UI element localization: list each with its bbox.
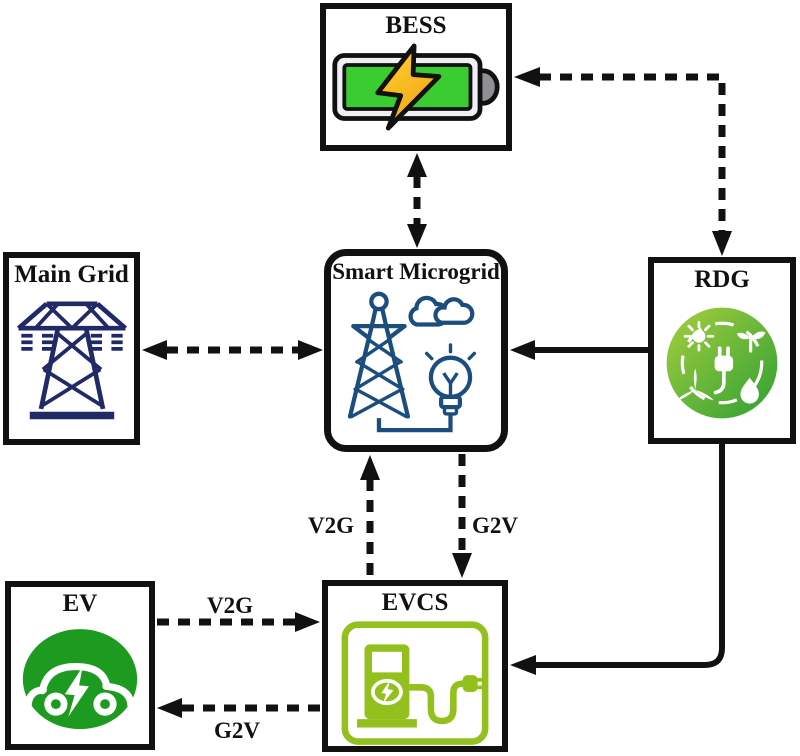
edge-label-v2g-ev: V2G [207,593,253,618]
charging-station-icon [341,621,489,745]
node-bess-label: BESS [385,12,447,39]
node-ev-label: EV [62,590,98,617]
lightbulb [428,355,473,417]
edge-label-g2v-ev: G2V [214,718,260,743]
plug-icon [462,674,486,692]
node-main-grid-label: Main Grid [14,261,129,288]
sprout-icon [736,331,766,353]
node-rdg-label: RDG [694,266,750,293]
transmission-tower-icon [16,301,127,419]
node-evcs: EVCS [322,580,508,752]
wind-turbine-icon [676,368,714,401]
node-bess: BESS [320,3,512,151]
battery-icon [332,43,500,131]
edge-rdg-evcs [535,444,725,668]
insulators [20,333,123,351]
sun-icon [683,320,715,352]
ev-car-icon [22,628,138,729]
edge-rdg-bess [539,73,726,232]
node-rdg: RDG [648,257,796,444]
node-main-grid: Main Grid [3,252,140,445]
node-smart-microgrid: Smart Microgrid [324,249,508,452]
microgrid-tower-bulb-icon [347,292,477,433]
plug-icon [713,346,734,395]
node-ev: EV [5,581,155,750]
clouds [408,296,475,328]
droplet-icon [740,377,759,404]
lightning-bolt [64,666,89,717]
edge-label-g2v-microgrid: G2V [472,513,518,538]
node-evcs-label: EVCS [381,589,449,616]
node-smart-microgrid-label: Smart Microgrid [332,259,500,284]
edge-label-v2g-microgrid: V2G [308,513,354,538]
renewable-energy-icon [666,307,778,419]
bulb-rays [424,343,477,361]
